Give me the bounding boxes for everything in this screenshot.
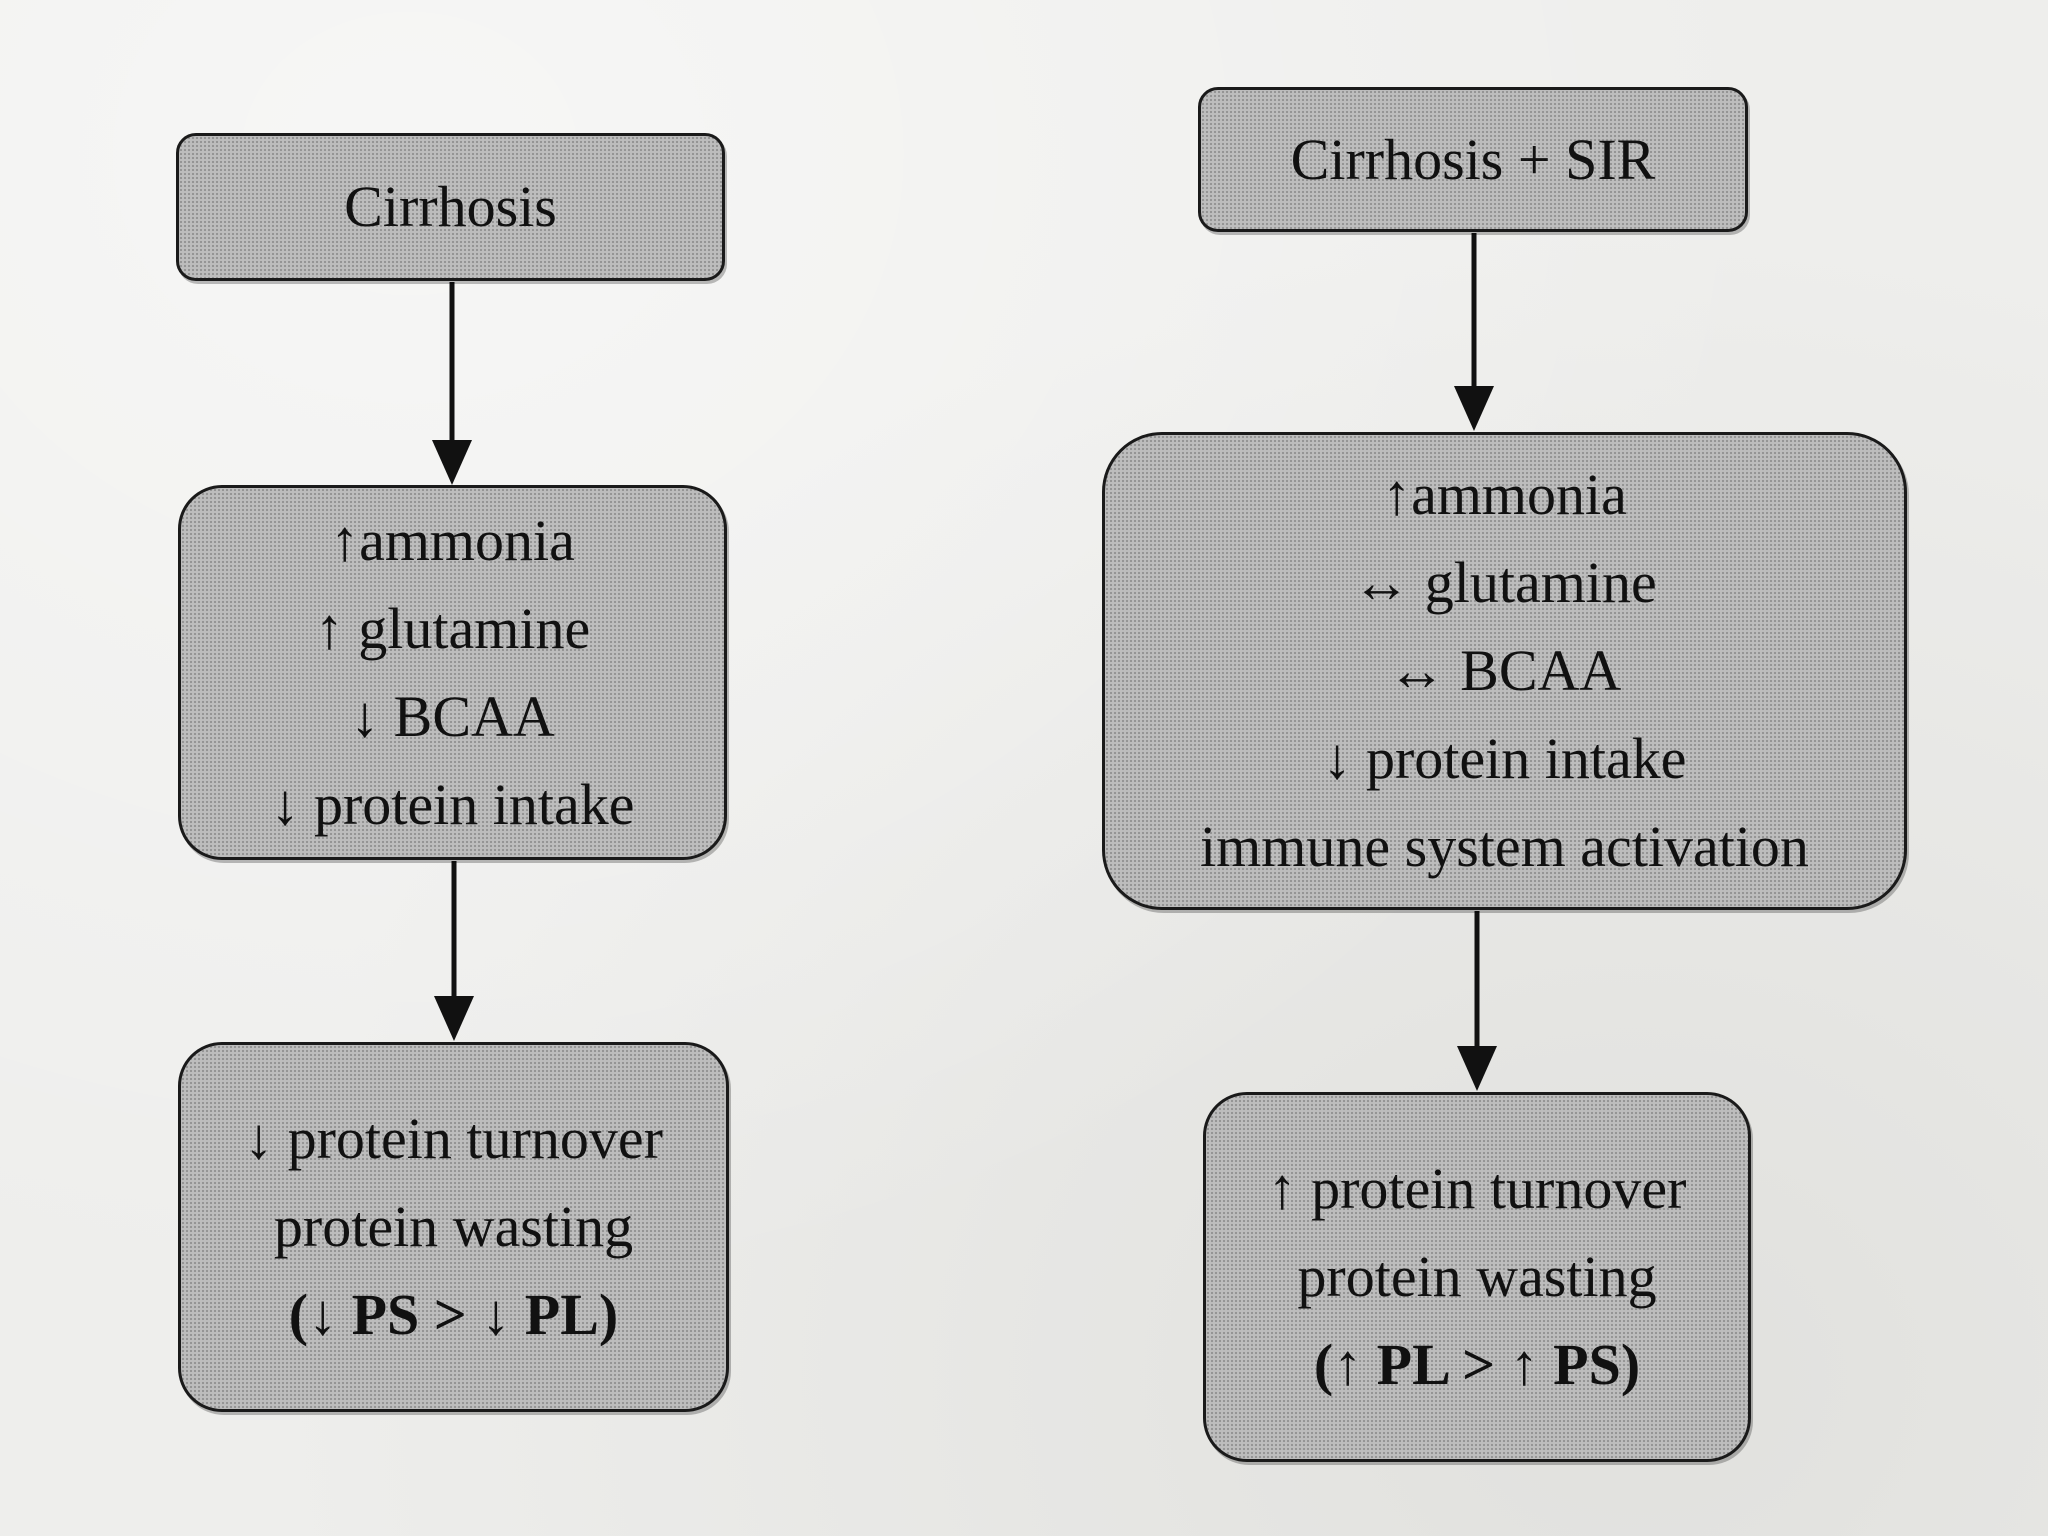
box-text-line: ↓ protein turnover bbox=[244, 1106, 663, 1171]
box-text-line: (↓ PS > ↓ PL) bbox=[288, 1282, 619, 1347]
box-text-line: ↑ glutamine bbox=[314, 595, 591, 661]
box-text-line: ↓ BCAA bbox=[350, 683, 555, 749]
box-text-line: ↓ protein intake bbox=[1322, 726, 1687, 791]
cirrhosis-sir-box: Cirrhosis + SIR bbox=[1198, 87, 1748, 232]
cirrhosis-metabolic-changes-box: ↑ammonia ↑ glutamine ↓ BCAA ↓ protein in… bbox=[178, 485, 727, 860]
box-text-line: ↑ammonia bbox=[1382, 462, 1627, 527]
cirrhosis-sir-outcome-box: ↑ protein turnover protein wasting (↑ PL… bbox=[1203, 1092, 1751, 1462]
box-text-line: protein wasting bbox=[1297, 1244, 1657, 1309]
box-text-line: (↑ PL > ↑ PS) bbox=[1313, 1332, 1641, 1397]
cirrhosis-box: Cirrhosis bbox=[176, 133, 725, 281]
cirrhosis-sir-metabolic-changes-box: ↑ammonia ↔ glutamine ↔ BCAA ↓ protein in… bbox=[1102, 432, 1907, 910]
box-text-line: ↑ammonia bbox=[330, 507, 575, 573]
box-text-line: Cirrhosis bbox=[344, 174, 557, 239]
box-text-line: immune system activation bbox=[1200, 814, 1809, 879]
box-text-line: protein wasting bbox=[273, 1194, 634, 1259]
box-text-line: ↑ protein turnover bbox=[1267, 1156, 1687, 1221]
box-text-line: Cirrhosis + SIR bbox=[1290, 126, 1656, 192]
box-text-line: ↓ protein intake bbox=[270, 771, 635, 837]
box-text-line: ↔ glutamine bbox=[1352, 550, 1657, 615]
cirrhosis-outcome-box: ↓ protein turnover protein wasting (↓ PS… bbox=[178, 1042, 729, 1412]
box-text-line: ↔ BCAA bbox=[1387, 638, 1622, 703]
